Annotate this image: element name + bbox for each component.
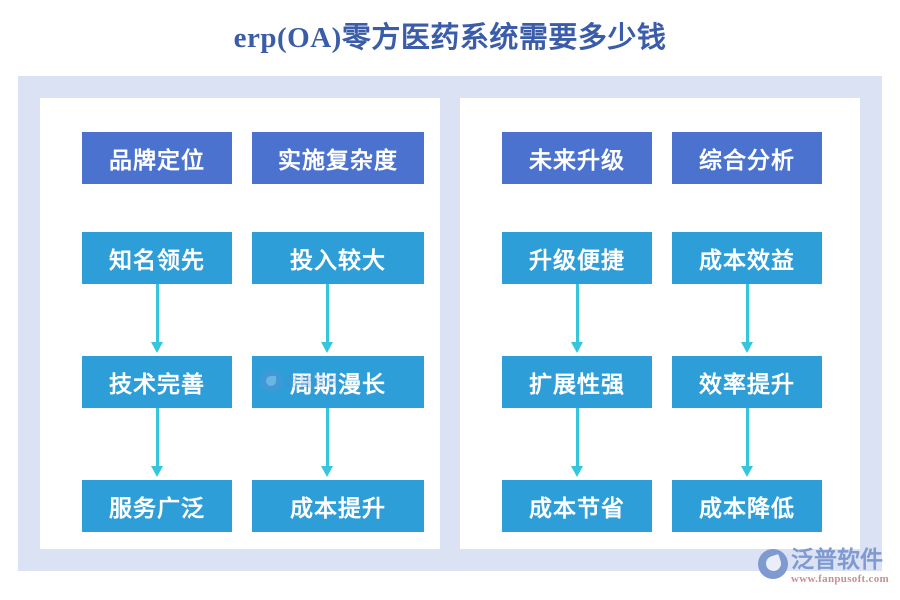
brand-text: 泛普软件 www.fanpusoft.com [791,548,889,585]
arrow-down-icon [741,466,753,477]
column-header-brand-positioning[interactable]: 品牌定位 [82,132,232,184]
arrow-down-icon [321,466,333,477]
arrow-connector [252,408,402,480]
arrow-down-icon [151,342,163,353]
arrow-down-icon [571,466,583,477]
arrow-connector [82,284,232,356]
arrow-connector [502,408,652,480]
arrow-down-icon [151,466,163,477]
node-brand-positioning-step-3[interactable]: 服务广泛 [82,480,232,532]
arrow-down-icon [741,342,753,353]
right-panel: 未来升级 升级便捷 扩展性强 成本节省 综合分析 成本效益 效率提升 [460,98,860,549]
node-future-upgrade-step-2[interactable]: 扩展性强 [502,356,652,408]
arrow-stem [155,284,159,346]
watermark-logo-icon [260,370,282,392]
watermark-text: 泛普软件 [285,373,342,389]
spacer [82,184,232,232]
arrow-connector [672,408,822,480]
node-brand-positioning-step-2[interactable]: 技术完善 [82,356,232,408]
arrow-down-icon [321,342,333,353]
arrow-stem [575,408,579,470]
spacer [502,184,652,232]
arrow-stem [745,408,749,470]
node-implementation-complexity-step-1[interactable]: 投入较大 [252,232,424,284]
arrow-connector [252,284,402,356]
fanpusoft-logo-icon [758,549,788,579]
arrow-stem [575,284,579,346]
arrow-down-icon [571,342,583,353]
brand-name: 泛普软件 [791,547,883,572]
arrow-connector [82,408,232,480]
spacer [252,184,402,232]
page-title: erp(OA)零方医药系统需要多少钱 [233,22,667,54]
left-panel: 品牌定位 知名领先 技术完善 服务广泛 实施复杂度 投入较大 [40,98,440,549]
node-comprehensive-analysis-step-3[interactable]: 成本降低 [672,480,822,532]
node-comprehensive-analysis-step-2[interactable]: 效率提升 [672,356,822,408]
spacer [672,184,822,232]
arrow-stem [325,284,329,346]
arrow-stem [155,408,159,470]
arrow-stem [325,408,329,470]
diagram-frame: 品牌定位 知名领先 技术完善 服务广泛 实施复杂度 投入较大 [18,76,882,571]
watermark: 泛普软件 [260,364,356,398]
column-header-implementation-complexity[interactable]: 实施复杂度 [252,132,424,184]
node-implementation-complexity-step-2[interactable]: 泛普软件 周期漫长 [252,356,424,408]
column-future-upgrade: 未来升级 升级便捷 扩展性强 成本节省 [502,132,652,532]
arrow-connector [502,284,652,356]
brand-logo: 泛普软件 www.fanpusoft.com [758,548,890,590]
node-implementation-complexity-step-3[interactable]: 成本提升 [252,480,424,532]
node-future-upgrade-step-1[interactable]: 升级便捷 [502,232,652,284]
column-brand-positioning: 品牌定位 知名领先 技术完善 服务广泛 [82,132,232,532]
column-comprehensive-analysis: 综合分析 成本效益 效率提升 成本降低 [672,132,822,532]
node-comprehensive-analysis-step-1[interactable]: 成本效益 [672,232,822,284]
column-header-comprehensive-analysis[interactable]: 综合分析 [672,132,822,184]
brand-url: www.fanpusoft.com [791,573,889,585]
arrow-connector [672,284,822,356]
arrow-stem [745,284,749,346]
column-implementation-complexity: 实施复杂度 投入较大 泛普软件 周期漫长 成本提升 [252,132,424,532]
node-future-upgrade-step-3[interactable]: 成本节省 [502,480,652,532]
node-brand-positioning-step-1[interactable]: 知名领先 [82,232,232,284]
column-header-future-upgrade[interactable]: 未来升级 [502,132,652,184]
